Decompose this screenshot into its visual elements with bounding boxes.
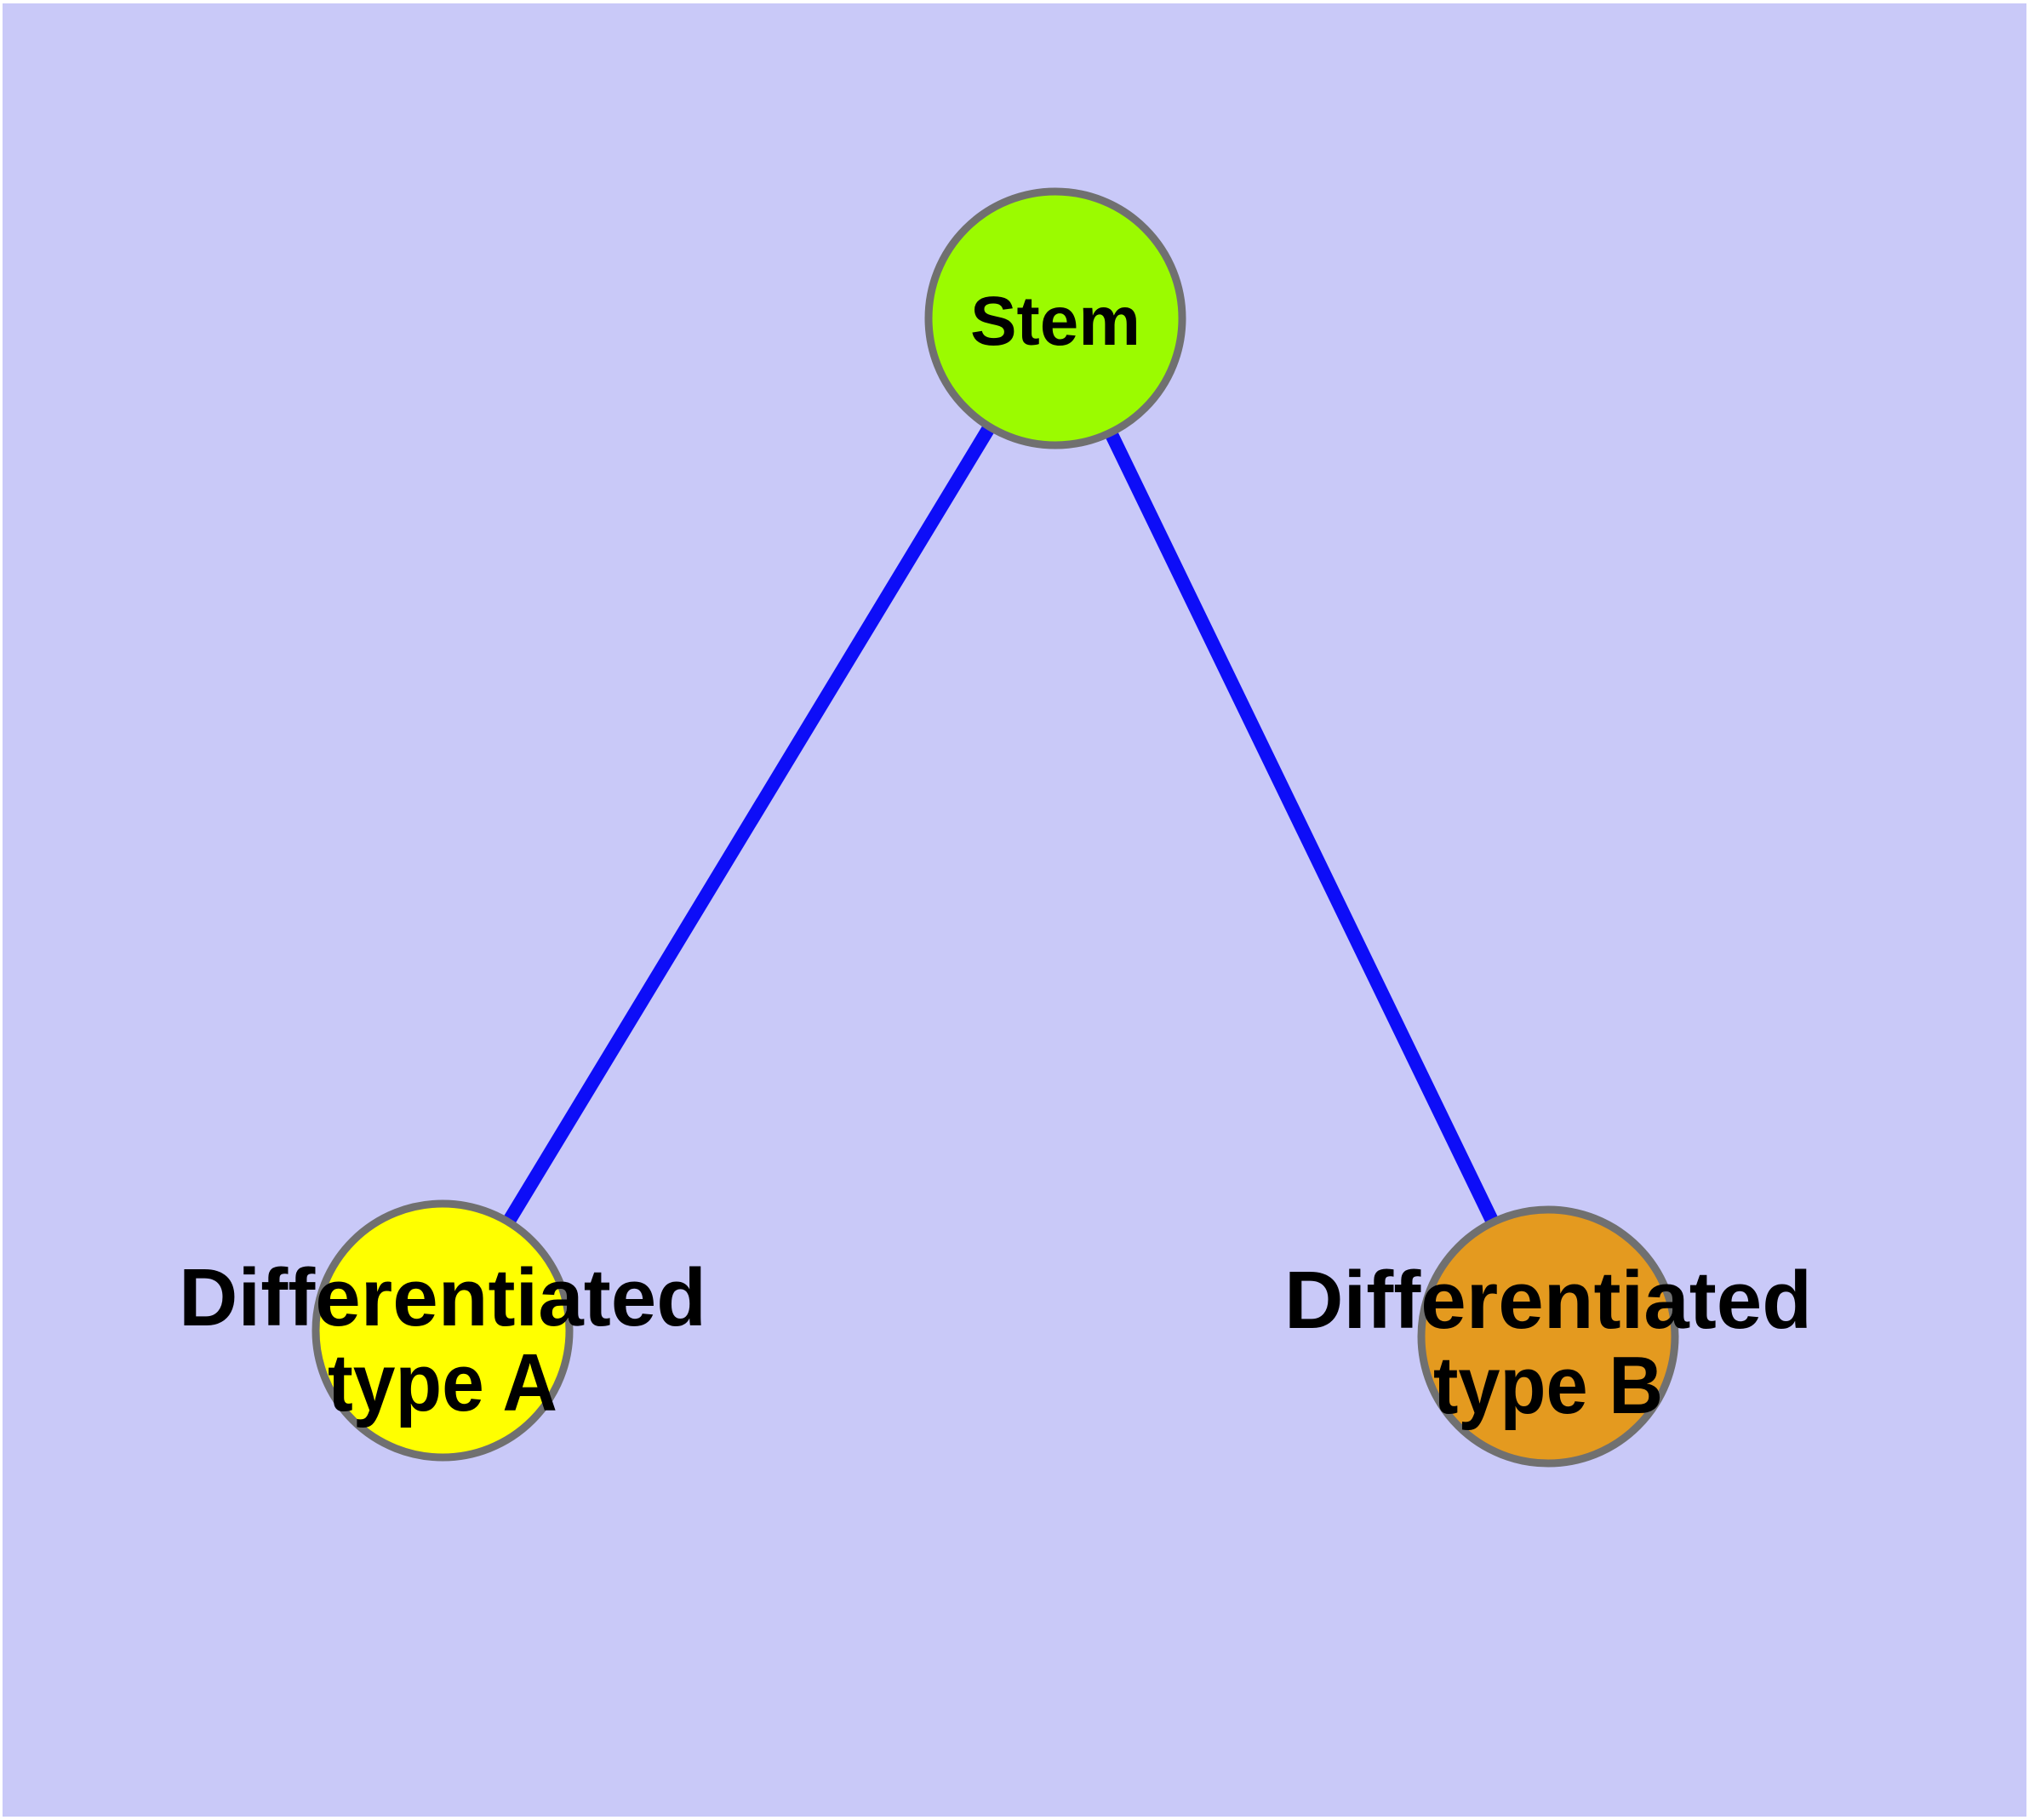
node-type-b-circle xyxy=(1417,1205,1679,1468)
node-type-b-label-line1: Differentiated xyxy=(1284,1255,1812,1346)
edge-stem-to-type-a xyxy=(437,314,1061,1335)
edge-stem-to-type-b xyxy=(1049,315,1555,1340)
node-type-a-label-line1: Differentiated xyxy=(179,1252,706,1343)
node-stem-circle xyxy=(924,187,1186,449)
node-type-b-label-line2: type B xyxy=(1433,1340,1663,1431)
node-stem-label: Stem xyxy=(970,283,1140,360)
node-type-a-circle xyxy=(311,1199,574,1462)
node-type-a-label-line2: type A xyxy=(328,1337,557,1428)
